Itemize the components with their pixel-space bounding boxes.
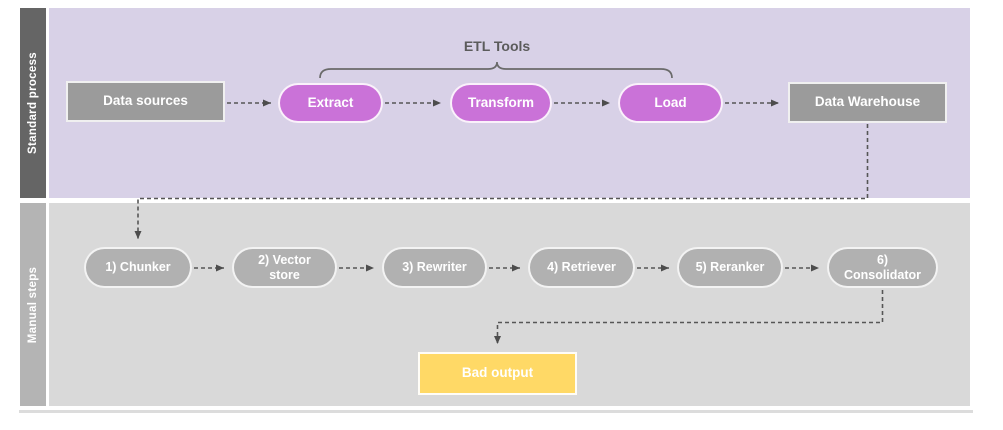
node-transform: Transform (450, 83, 552, 123)
node-retriever: 4) Retriever (528, 247, 635, 288)
node-data-sources: Data sources (66, 81, 225, 122)
node-reranker: 5) Reranker (677, 247, 783, 288)
node-vector-store: 2) Vector store (232, 247, 337, 288)
lane-manual-sidebar: Manual steps (20, 203, 46, 406)
lane-standard-label: Standard process (27, 52, 40, 154)
lane-manual-label: Manual steps (27, 266, 40, 343)
node-rewriter: 3) Rewriter (382, 247, 487, 288)
node-chunker: 1) Chunker (84, 247, 192, 288)
node-extract: Extract (278, 83, 383, 123)
etl-tools-label: ETL Tools (463, 38, 531, 54)
node-bad-output: Bad output (418, 352, 577, 395)
lane-standard-sidebar: Standard process (20, 8, 46, 198)
bottom-separator-line (19, 410, 973, 413)
node-load: Load (618, 83, 723, 123)
node-consolidator: 6) Consolidator (827, 247, 938, 288)
node-data-warehouse: Data Warehouse (788, 82, 947, 123)
